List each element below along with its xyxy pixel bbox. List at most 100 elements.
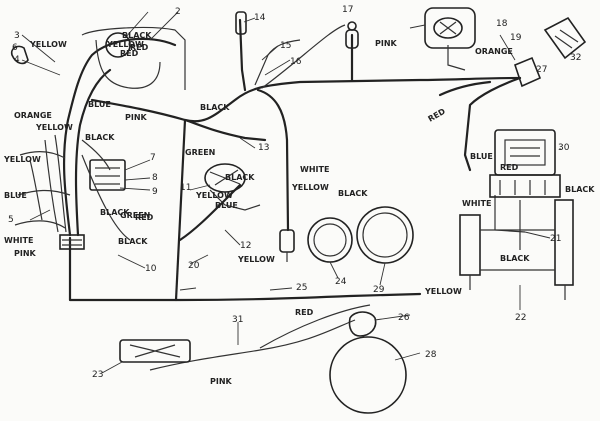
connector-26 <box>348 311 377 337</box>
control-box-30 <box>489 129 561 198</box>
callout-5: 5 <box>8 215 14 225</box>
callout-7: 7 <box>150 153 156 163</box>
label-white-left: WHITE <box>4 236 33 245</box>
label-orange-top-right: ORANGE <box>475 47 513 56</box>
sensor-25 <box>279 229 295 262</box>
wire-to-cluster <box>178 183 242 242</box>
label-black-bundle: BLACK <box>85 133 115 142</box>
left-connector-block <box>59 234 85 250</box>
wire-left-trunk <box>62 37 177 237</box>
label-yellow-top: YELLOW <box>106 40 144 49</box>
callout-numbers: 2 3 4 5 7 8 9 10 11 12 13 14 15 16 17 18… <box>8 5 581 380</box>
callout-20: 20 <box>188 261 200 271</box>
components <box>10 7 587 414</box>
callout-22: 22 <box>515 313 526 323</box>
callout-15: 15 <box>280 41 291 51</box>
wire-to-25 <box>256 88 290 232</box>
label-blue-right: BLUE <box>470 152 493 161</box>
label-pink-left: PINK <box>14 249 37 258</box>
sensor-17 <box>345 21 359 49</box>
callout-29: 29 <box>373 285 385 295</box>
callout-3: 3 <box>14 31 20 41</box>
callout-25: 25 <box>296 283 307 293</box>
wire-bottom-diag-2 <box>259 304 371 349</box>
callout-18: 18 <box>496 19 508 29</box>
leader-lines <box>21 11 561 374</box>
wire-right-down <box>463 76 522 172</box>
label-white-right: WHITE <box>462 199 491 208</box>
label-black-left-mid: BLACK <box>100 208 130 217</box>
callout-17: 17 <box>342 5 353 15</box>
callout-31: 31 <box>232 315 243 325</box>
callout-26: 26 <box>398 313 410 323</box>
callout-13: 13 <box>258 143 269 153</box>
label-white-center: WHITE <box>300 165 329 174</box>
label-black-mid: BLACK <box>200 103 230 112</box>
harness-wires <box>62 18 526 371</box>
label-black-right: BLACK <box>565 185 595 194</box>
label-blue-lower-left: BLUE <box>4 191 27 200</box>
label-yellow-left: YELLOW <box>35 123 73 132</box>
wire-right-black <box>438 80 492 97</box>
wire-top-inner-loop <box>95 39 161 89</box>
callout-11: 11 <box>180 183 191 193</box>
switch-23 <box>119 339 191 363</box>
wire-bottom <box>68 236 422 302</box>
bracket-22 <box>459 199 574 300</box>
label-red-top: RED <box>120 49 139 58</box>
label-red-left: RED <box>130 43 149 52</box>
callout-32: 32 <box>570 53 581 63</box>
gauge-24 <box>307 217 353 263</box>
wire-branch-13 <box>183 118 267 142</box>
wire-top-loop <box>81 26 186 90</box>
label-blue-center: BLUE <box>215 201 238 210</box>
label-pink-bottom: PINK <box>210 377 233 386</box>
callout-12: 12 <box>240 241 251 251</box>
label-blue-left-mid: BLUE <box>88 100 111 109</box>
label-yellow-bottom: YELLOW <box>237 255 275 264</box>
label-pink-top-right: PINK <box>375 39 398 48</box>
label-red-right: RED <box>500 163 519 172</box>
connector-19 <box>105 32 131 58</box>
callout-30: 30 <box>558 143 570 153</box>
label-black-right-mid: BLACK <box>338 189 368 198</box>
label-black-center: BLACK <box>225 173 255 182</box>
label-pink-mid: PINK <box>125 113 148 122</box>
label-orange-left: ORANGE <box>14 111 52 120</box>
label-yellow-lower-left: YELLOW <box>3 155 41 164</box>
connector-32 <box>543 16 587 60</box>
label-black-top: BLACK <box>122 31 152 40</box>
callout-6: 6 <box>12 43 18 53</box>
gauge-29 <box>356 206 414 264</box>
switch-18 <box>424 7 476 71</box>
callout-27: 27 <box>536 65 547 75</box>
callout-23: 23 <box>92 370 103 380</box>
label-green-lower: GREEN <box>120 211 150 220</box>
callout-28: 28 <box>425 350 437 360</box>
label-black-lower-left: BLACK <box>118 237 148 246</box>
callout-16: 16 <box>290 57 302 67</box>
left-strands <box>14 134 131 241</box>
wire-to-16 <box>261 24 346 89</box>
callout-2: 2 <box>175 7 181 17</box>
lamp-28 <box>329 336 407 414</box>
label-black-right-low: BLACK <box>500 254 530 263</box>
label-yellow-left-top: YELLOW <box>29 40 67 49</box>
label-red-lower-left: RED <box>135 213 154 222</box>
callout-9: 9 <box>152 187 158 197</box>
wire-main-horizontal <box>90 76 522 123</box>
label-red-lower-right: RED <box>427 107 448 124</box>
sensor-14 <box>235 11 247 35</box>
wire-color-labels: BLACK YELLOW RED YELLOW ORANGE YELLOW BL… <box>3 31 595 386</box>
wire-cluster-branch <box>209 189 261 211</box>
label-yellow-mid: YELLOW <box>291 183 329 192</box>
callout-8: 8 <box>152 173 158 183</box>
callout-4: 4 <box>14 55 20 65</box>
label-yellow-center: YELLOW <box>195 191 233 200</box>
label-red-bottom: RED <box>295 308 314 317</box>
label-yellow-lower-right: YELLOW <box>424 287 462 296</box>
wire-left-trunk-2 <box>74 68 112 237</box>
label-green-mid: GREEN <box>185 148 215 157</box>
